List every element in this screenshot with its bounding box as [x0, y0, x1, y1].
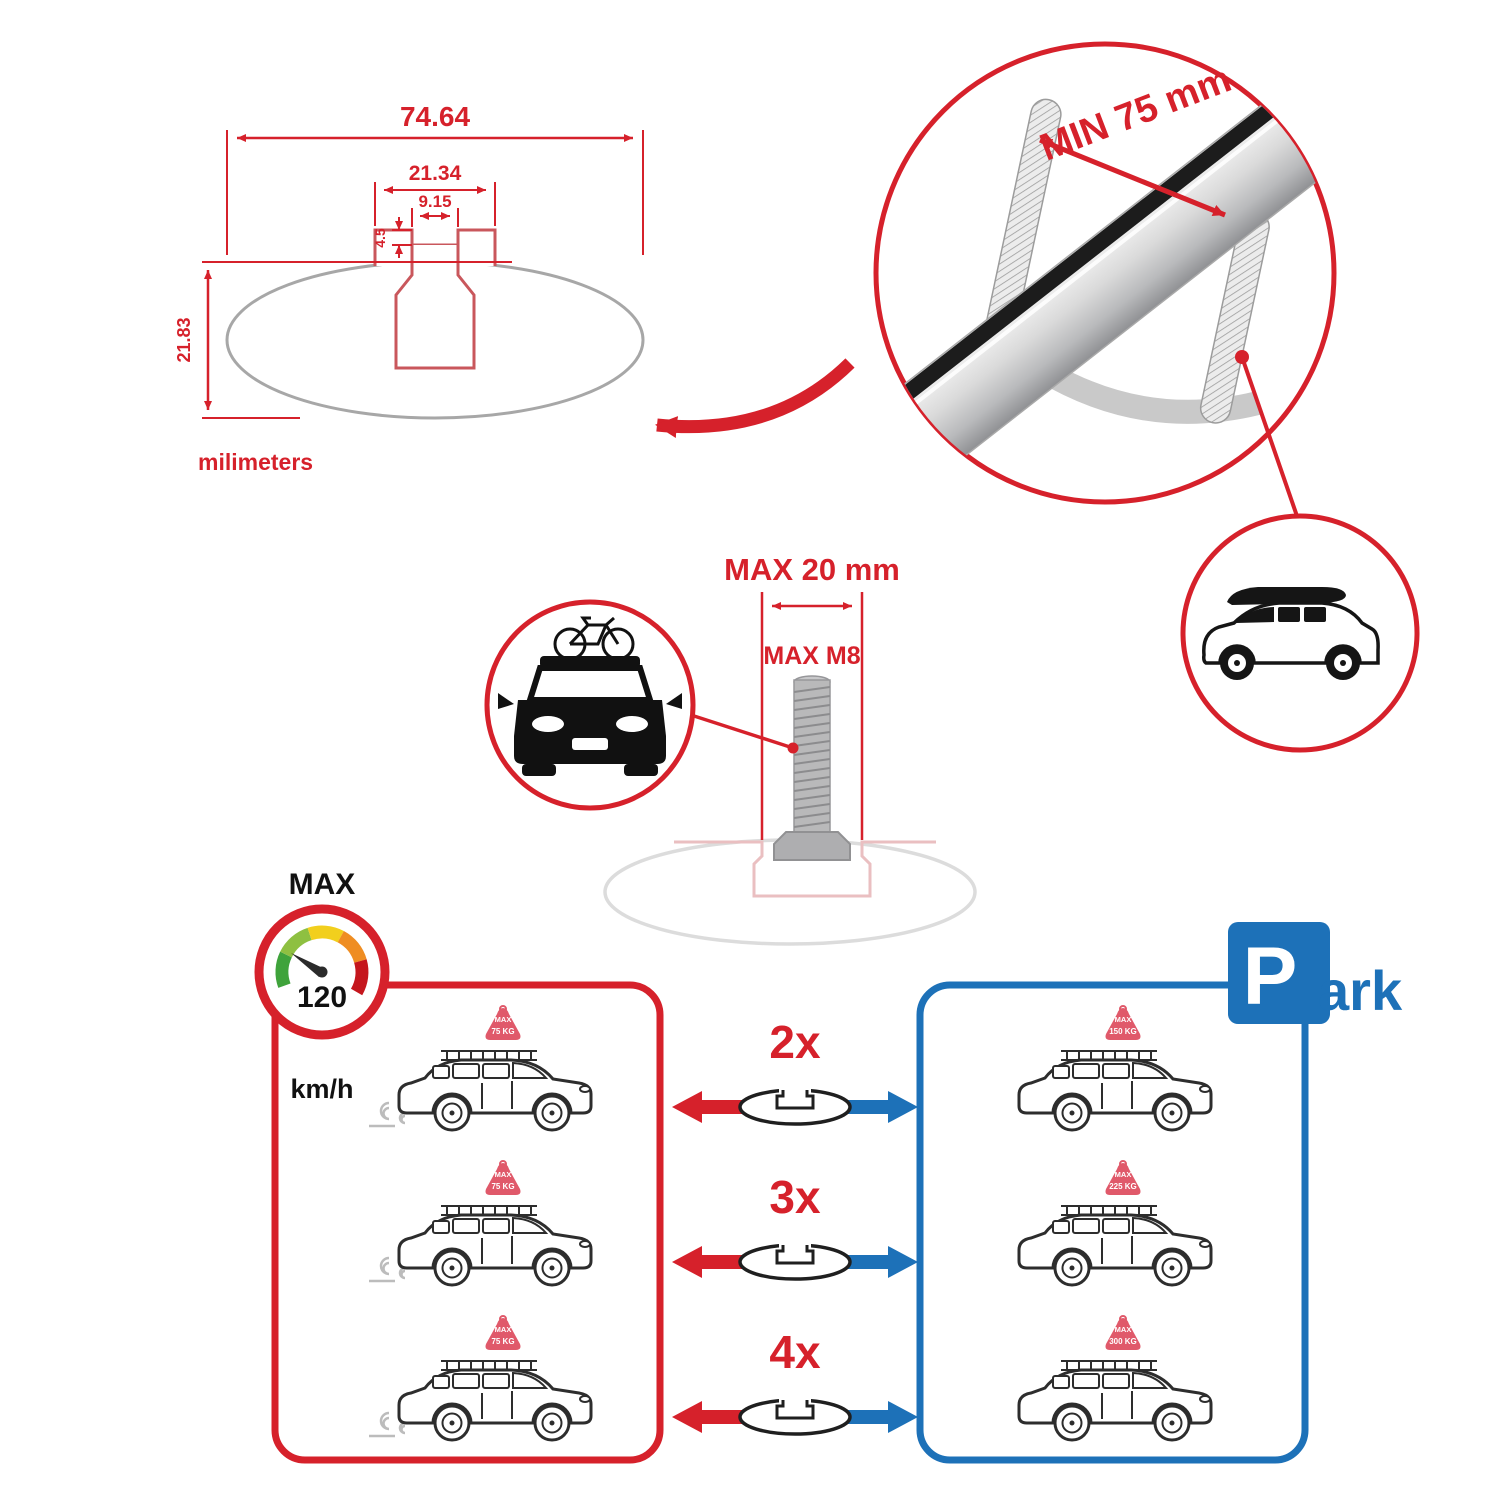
load-tag-value: 300 KG [1109, 1337, 1137, 1346]
crossbar-section-icon [738, 1397, 852, 1436]
bolt-threads [793, 686, 831, 828]
load-tag-value: 75 KG [491, 1027, 514, 1036]
dimension-height [202, 261, 512, 419]
load-tag-value: 75 KG [491, 1337, 514, 1346]
load-tag-label: MAX [1115, 1325, 1132, 1334]
load-tag-value: 75 KG [491, 1182, 514, 1191]
parking-suffix: ark [1318, 959, 1403, 1022]
dimension-slot-inner [411, 208, 459, 227]
load-tag-label: MAX [495, 1325, 512, 1334]
speedometer-icon: 120 [254, 904, 390, 1040]
bolt-diagram: MAX 20 mm MAX M8 [484, 552, 977, 946]
load-tag-value: 150 KG [1109, 1027, 1137, 1036]
parked-car-row-2: MAX 225 KG [1017, 1160, 1213, 1287]
load-tag-label: MAX [1115, 1170, 1132, 1179]
left-arrow-icon [672, 1246, 742, 1278]
dimension-lip-depth [392, 217, 412, 258]
driving-car-row-1: MAX 75 KG [367, 1005, 593, 1132]
load-tag-label: MAX [495, 1170, 512, 1179]
load-tag-label: MAX [495, 1015, 512, 1024]
t-bolt [773, 675, 851, 861]
curved-arrow-icon [655, 358, 855, 438]
parked-car-row-3: MAX 300 KG [1017, 1315, 1213, 1442]
left-arrow-icon [672, 1091, 742, 1123]
dimension-total-width-label: 74.64 [400, 101, 470, 132]
multiplier-3x: 3x [769, 1171, 821, 1223]
aluminum-crossbar [876, 44, 1334, 502]
driving-car-row-3: MAX 75 KG [367, 1315, 593, 1442]
dimension-lip-depth-label: 4.5 [372, 228, 388, 248]
crossbar-closeup-circle: MIN 75 mm [873, 41, 1337, 520]
parked-car-row-1: MAX 150 KG [1017, 1005, 1213, 1132]
units-label: milimeters [198, 449, 313, 475]
left-arrow-icon [672, 1401, 742, 1433]
right-arrow-icon [848, 1401, 918, 1433]
circle-callout-line [690, 713, 794, 750]
pointer-arrow [655, 358, 855, 438]
multiplier-4x: 4x [769, 1326, 821, 1378]
multiplier-2x: 2x [769, 1016, 821, 1068]
bar-end-cap [876, 450, 878, 502]
max-slot-width-dimension [760, 592, 864, 840]
callout-line [1240, 356, 1300, 520]
crossbar-section-icon [738, 1087, 852, 1126]
parking-letter: P [1243, 931, 1298, 1022]
suv-roofbox-circle [1180, 513, 1420, 753]
speed-max-label: MAX [289, 868, 356, 901]
car-front-illustration [498, 656, 682, 776]
roof-box [1227, 587, 1346, 605]
suv-with-roofbox-illustration [1202, 587, 1380, 680]
bolt-t-head [773, 831, 851, 861]
crossbar-profile-outline [225, 228, 645, 420]
max-thread-label: MAX M8 [763, 642, 860, 670]
circle-callout-dot [787, 742, 799, 754]
load-limits-section: MAX 120 km/h P ark 2x 3x [254, 868, 1403, 1464]
dimension-slot-outer [374, 182, 496, 226]
driving-car-row-2: MAX 75 KG [367, 1160, 593, 1287]
min-span-arrow [1039, 137, 1226, 218]
speed-value: 120 [297, 981, 347, 1014]
right-arrow-icon [848, 1091, 918, 1123]
right-arrow-icon [848, 1246, 918, 1278]
parking-sign: P ark [1228, 922, 1403, 1024]
load-tag-value: 225 KG [1109, 1182, 1137, 1191]
dimension-height-label: 21.83 [174, 317, 194, 362]
rubber-strip [876, 44, 1334, 465]
dimension-slot-outer-label: 21.34 [409, 162, 462, 185]
max-slot-width-label: MAX 20 mm [724, 552, 900, 587]
dimension-slot-inner-label: 9.15 [418, 192, 451, 211]
crossbar-section-icon [738, 1242, 852, 1281]
dimension-total-width [226, 130, 644, 255]
speed-unit-label: km/h [290, 1074, 353, 1104]
profile-dimension-drawing: 74.64 21.34 9.15 4.5 21.83 [174, 101, 645, 475]
load-tag-label: MAX [1115, 1015, 1132, 1024]
